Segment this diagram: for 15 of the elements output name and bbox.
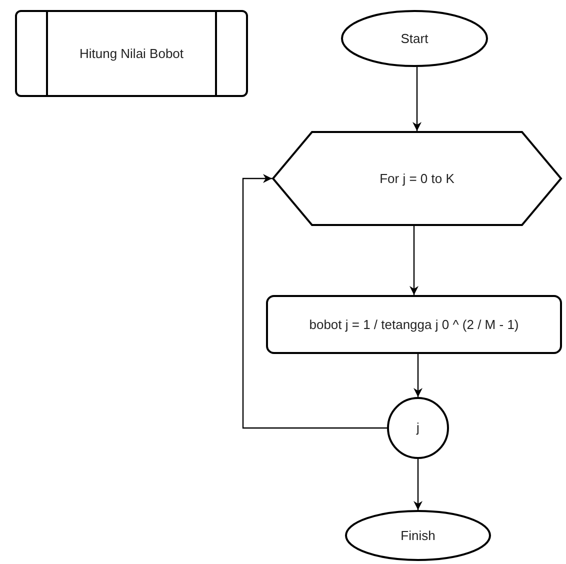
arrow [414, 459, 422, 510]
arrow [412, 67, 422, 131]
process-box [266, 295, 562, 354]
node-label: bobot j = 1 / tetangga j 0 ^ (2 / M - 1) [309, 316, 519, 332]
connector-circle [387, 397, 449, 459]
predefined-process-box [15, 10, 248, 97]
node-label: Finish [400, 528, 436, 544]
node-label: Start [400, 30, 428, 46]
loop-hexagon [272, 131, 562, 226]
arrow [242, 174, 388, 429]
arrow [414, 354, 422, 397]
node-label: For j = 0 to K [380, 170, 454, 186]
node-label: Hitung Nilai Bobot [79, 46, 184, 62]
node-label: j [416, 420, 420, 436]
arrow [410, 226, 418, 295]
